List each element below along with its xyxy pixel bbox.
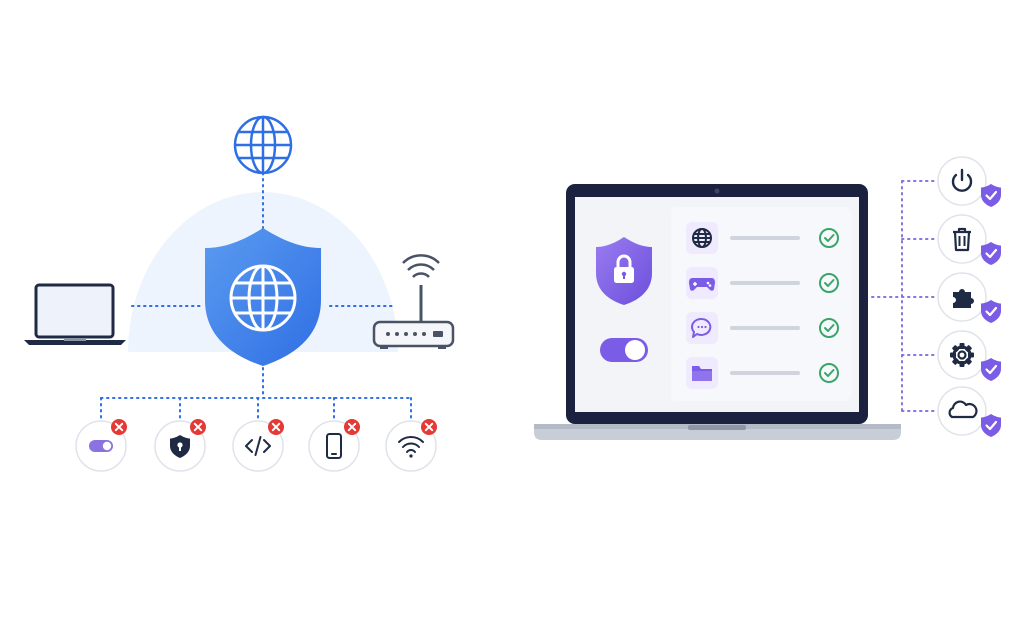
allowed-check-icon <box>819 318 839 338</box>
shield-check-icon <box>981 300 1001 323</box>
blocked-item <box>308 419 360 472</box>
network-connectors <box>100 172 412 421</box>
gear-icon <box>950 343 974 367</box>
puzzle-icon <box>953 289 974 308</box>
blocked-x-icon <box>268 419 284 435</box>
padlock-shield-icon <box>596 237 652 305</box>
shield-check-icon <box>981 184 1001 207</box>
blocked-item <box>232 419 284 472</box>
app-row <box>686 222 839 254</box>
left-network-diagram <box>24 115 455 472</box>
blocked-x-icon <box>190 419 206 435</box>
shield-check-icon <box>981 414 1001 437</box>
blocked-x-icon <box>344 419 360 435</box>
allowed-check-icon <box>819 228 839 248</box>
allowed-check-icon <box>819 363 839 383</box>
shield-check-icon <box>981 242 1001 265</box>
cloud-icon <box>948 400 978 419</box>
protected-features-column <box>871 156 1001 437</box>
wifi-icon <box>398 436 424 458</box>
protected-feature <box>937 272 1001 323</box>
toggle-icon <box>89 440 113 452</box>
app-row <box>686 267 839 299</box>
blocked-item <box>154 419 206 472</box>
protected-feature <box>937 214 1001 265</box>
app-row <box>686 357 839 389</box>
mobile-phone-icon <box>326 433 342 459</box>
power-icon <box>951 168 973 192</box>
protected-feature <box>937 386 1001 437</box>
feature-list <box>937 156 1001 437</box>
blocked-item <box>75 419 127 472</box>
gamepad-icon <box>689 278 715 291</box>
code-icon <box>245 436 271 456</box>
blocked-item <box>385 419 437 472</box>
wifi-router-icon <box>372 254 455 349</box>
shield-lock-icon <box>170 435 190 458</box>
blocked-x-icon <box>111 419 127 435</box>
protected-feature <box>937 156 1001 207</box>
blocked-items-row <box>75 419 437 472</box>
app-row <box>686 312 839 344</box>
globe-icon <box>692 228 712 248</box>
globe-icon <box>233 115 293 175</box>
shield-globe-icon <box>205 228 321 366</box>
protected-feature <box>937 330 1001 381</box>
folder-icon <box>692 366 712 381</box>
allowed-check-icon <box>819 273 839 293</box>
chat-bubble-icon <box>691 317 712 338</box>
right-laptop <box>534 184 901 440</box>
app-list <box>686 222 839 389</box>
laptop-icon <box>24 283 126 345</box>
trash-icon <box>953 227 971 252</box>
protection-toggle[interactable] <box>600 338 648 362</box>
blocked-x-icon <box>421 419 437 435</box>
feature-connectors <box>871 180 939 412</box>
shield-check-icon <box>981 358 1001 381</box>
